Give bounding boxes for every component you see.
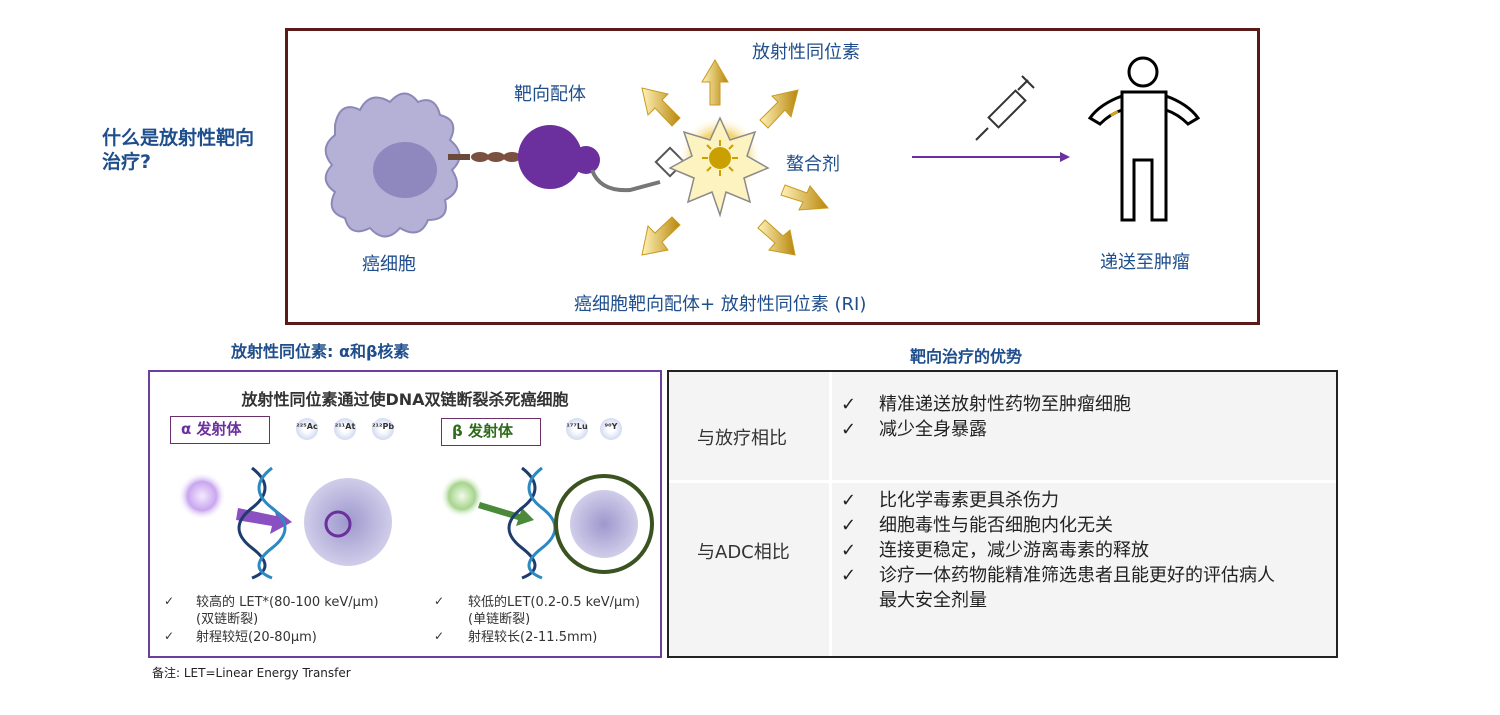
alpha-bullet-1: 较高的 LET*(80-100 keV/μm) bbox=[196, 595, 379, 610]
label-cancer-cell: 癌细胞 bbox=[362, 254, 416, 275]
beta-bullet-1: 较低的LET(0.2-0.5 keV/μm) bbox=[468, 595, 640, 610]
question-title: 什么是放射性靶向治疗? bbox=[102, 127, 255, 173]
check-icon: ✓ bbox=[434, 629, 445, 643]
isotope-pb: ²¹²Pb bbox=[372, 418, 394, 440]
isotope-panel: 放射性同位素通过使DNA双链断裂杀死癌细胞 α 发射体 β 发射体 ²²⁵Ac … bbox=[148, 370, 662, 658]
advantage-item: ✓诊疗一体药物能精准筛选患者且能更好的评估病人 bbox=[841, 565, 1275, 586]
top-diagram-frame bbox=[285, 28, 1260, 325]
alpha-emitter-label: α 发射体 bbox=[170, 416, 270, 444]
column-divider bbox=[829, 372, 832, 656]
label-delivery: 递送至肿瘤 bbox=[1100, 252, 1190, 273]
advantage-item: ✓细胞毒性与能否细胞内化无关 bbox=[841, 515, 1113, 536]
advantage-item: ✓比化学毒素更具杀伤力 bbox=[841, 490, 1059, 511]
tumor-alpha-icon bbox=[304, 478, 392, 566]
advantages-table: 与放疗相比 与ADC相比 ✓精准递送放射性药物至肿瘤细胞 ✓减少全身暴露 ✓比化… bbox=[667, 370, 1338, 658]
alpha-bullet-2: 射程较短(20-80μm) bbox=[196, 630, 317, 645]
row-label-adc: 与ADC相比 bbox=[697, 542, 790, 563]
check-icon: ✓ bbox=[841, 565, 857, 586]
cancer-cell-icon bbox=[324, 92, 461, 238]
targeting-ligand-icon bbox=[518, 125, 600, 189]
row-divider bbox=[669, 480, 1336, 483]
beta-arrow-icon bbox=[478, 502, 534, 526]
dna-beta-icon bbox=[507, 466, 557, 580]
check-icon: ✓ bbox=[841, 515, 857, 536]
check-icon: ✓ bbox=[841, 540, 857, 561]
footnote: 备注: LET=Linear Energy Transfer bbox=[152, 666, 351, 680]
linker-curve bbox=[590, 169, 661, 193]
label-isotope: 放射性同位素 bbox=[752, 42, 860, 63]
advantage-item: ✓减少全身暴露 bbox=[841, 419, 987, 440]
emitter-illustrations bbox=[178, 466, 654, 580]
delivery-arrow bbox=[912, 152, 1070, 162]
beta-particle-icon bbox=[440, 474, 484, 518]
label-bottom: 癌细胞靶向配体+ 放射性同位素 (RI) bbox=[574, 294, 867, 315]
left-section-title: 放射性同位素: α和β核素 bbox=[231, 342, 410, 361]
label-ligand: 靶向配体 bbox=[514, 84, 586, 105]
beta-bullet-2: 射程较长(2-11.5mm) bbox=[468, 630, 598, 645]
isotope-lu: ¹⁷⁷Lu bbox=[566, 418, 588, 440]
isotope-ac: ²²⁵Ac bbox=[296, 418, 318, 440]
isotope-at: ²¹¹At bbox=[334, 418, 356, 440]
syringe-icon bbox=[975, 75, 1035, 141]
radioligand-diagram bbox=[324, 56, 1201, 256]
check-icon: ✓ bbox=[164, 594, 175, 608]
patient-person-icon bbox=[1087, 56, 1201, 222]
beta-bullet-1-sub: (单链断裂) bbox=[468, 612, 531, 627]
check-icon: ✓ bbox=[164, 629, 175, 643]
label-chelator: 螯合剂 bbox=[786, 154, 840, 175]
alpha-bullet-1-sub: (双链断裂) bbox=[196, 612, 259, 627]
advantage-item: ✓连接更稳定，减少游离毒素的释放 bbox=[841, 540, 1149, 561]
isotope-panel-heading: 放射性同位素通过使DNA双链断裂杀死癌细胞 bbox=[241, 390, 569, 409]
advantage-item: 最大安全剂量 bbox=[879, 590, 987, 611]
alpha-particle-icon bbox=[178, 472, 226, 520]
row-label-radiotherapy: 与放疗相比 bbox=[697, 428, 787, 449]
dna-alpha-icon bbox=[237, 466, 287, 580]
row-items-radiotherapy: ✓精准递送放射性药物至肿瘤细胞 ✓减少全身暴露 bbox=[841, 392, 1131, 442]
isotope-star-icon bbox=[668, 116, 770, 218]
tumor-beta-icon bbox=[554, 474, 654, 574]
check-icon: ✓ bbox=[841, 419, 857, 440]
beta-emitter-label: β 发射体 bbox=[441, 418, 541, 446]
check-icon: ✓ bbox=[841, 394, 857, 415]
check-icon: ✓ bbox=[434, 594, 445, 608]
isotope-y: ⁹⁰Y bbox=[600, 418, 622, 440]
radiation-arrows-icon bbox=[641, 59, 829, 256]
check-icon: ✓ bbox=[841, 490, 857, 511]
right-section-title: 靶向治疗的优势 bbox=[910, 347, 1023, 366]
advantage-item: ✓精准递送放射性药物至肿瘤细胞 bbox=[841, 394, 1131, 415]
linker-chain-icon bbox=[448, 152, 521, 162]
row-items-adc: ✓比化学毒素更具杀伤力 ✓细胞毒性与能否细胞内化无关 ✓连接更稳定，减少游离毒素… bbox=[841, 488, 1275, 613]
